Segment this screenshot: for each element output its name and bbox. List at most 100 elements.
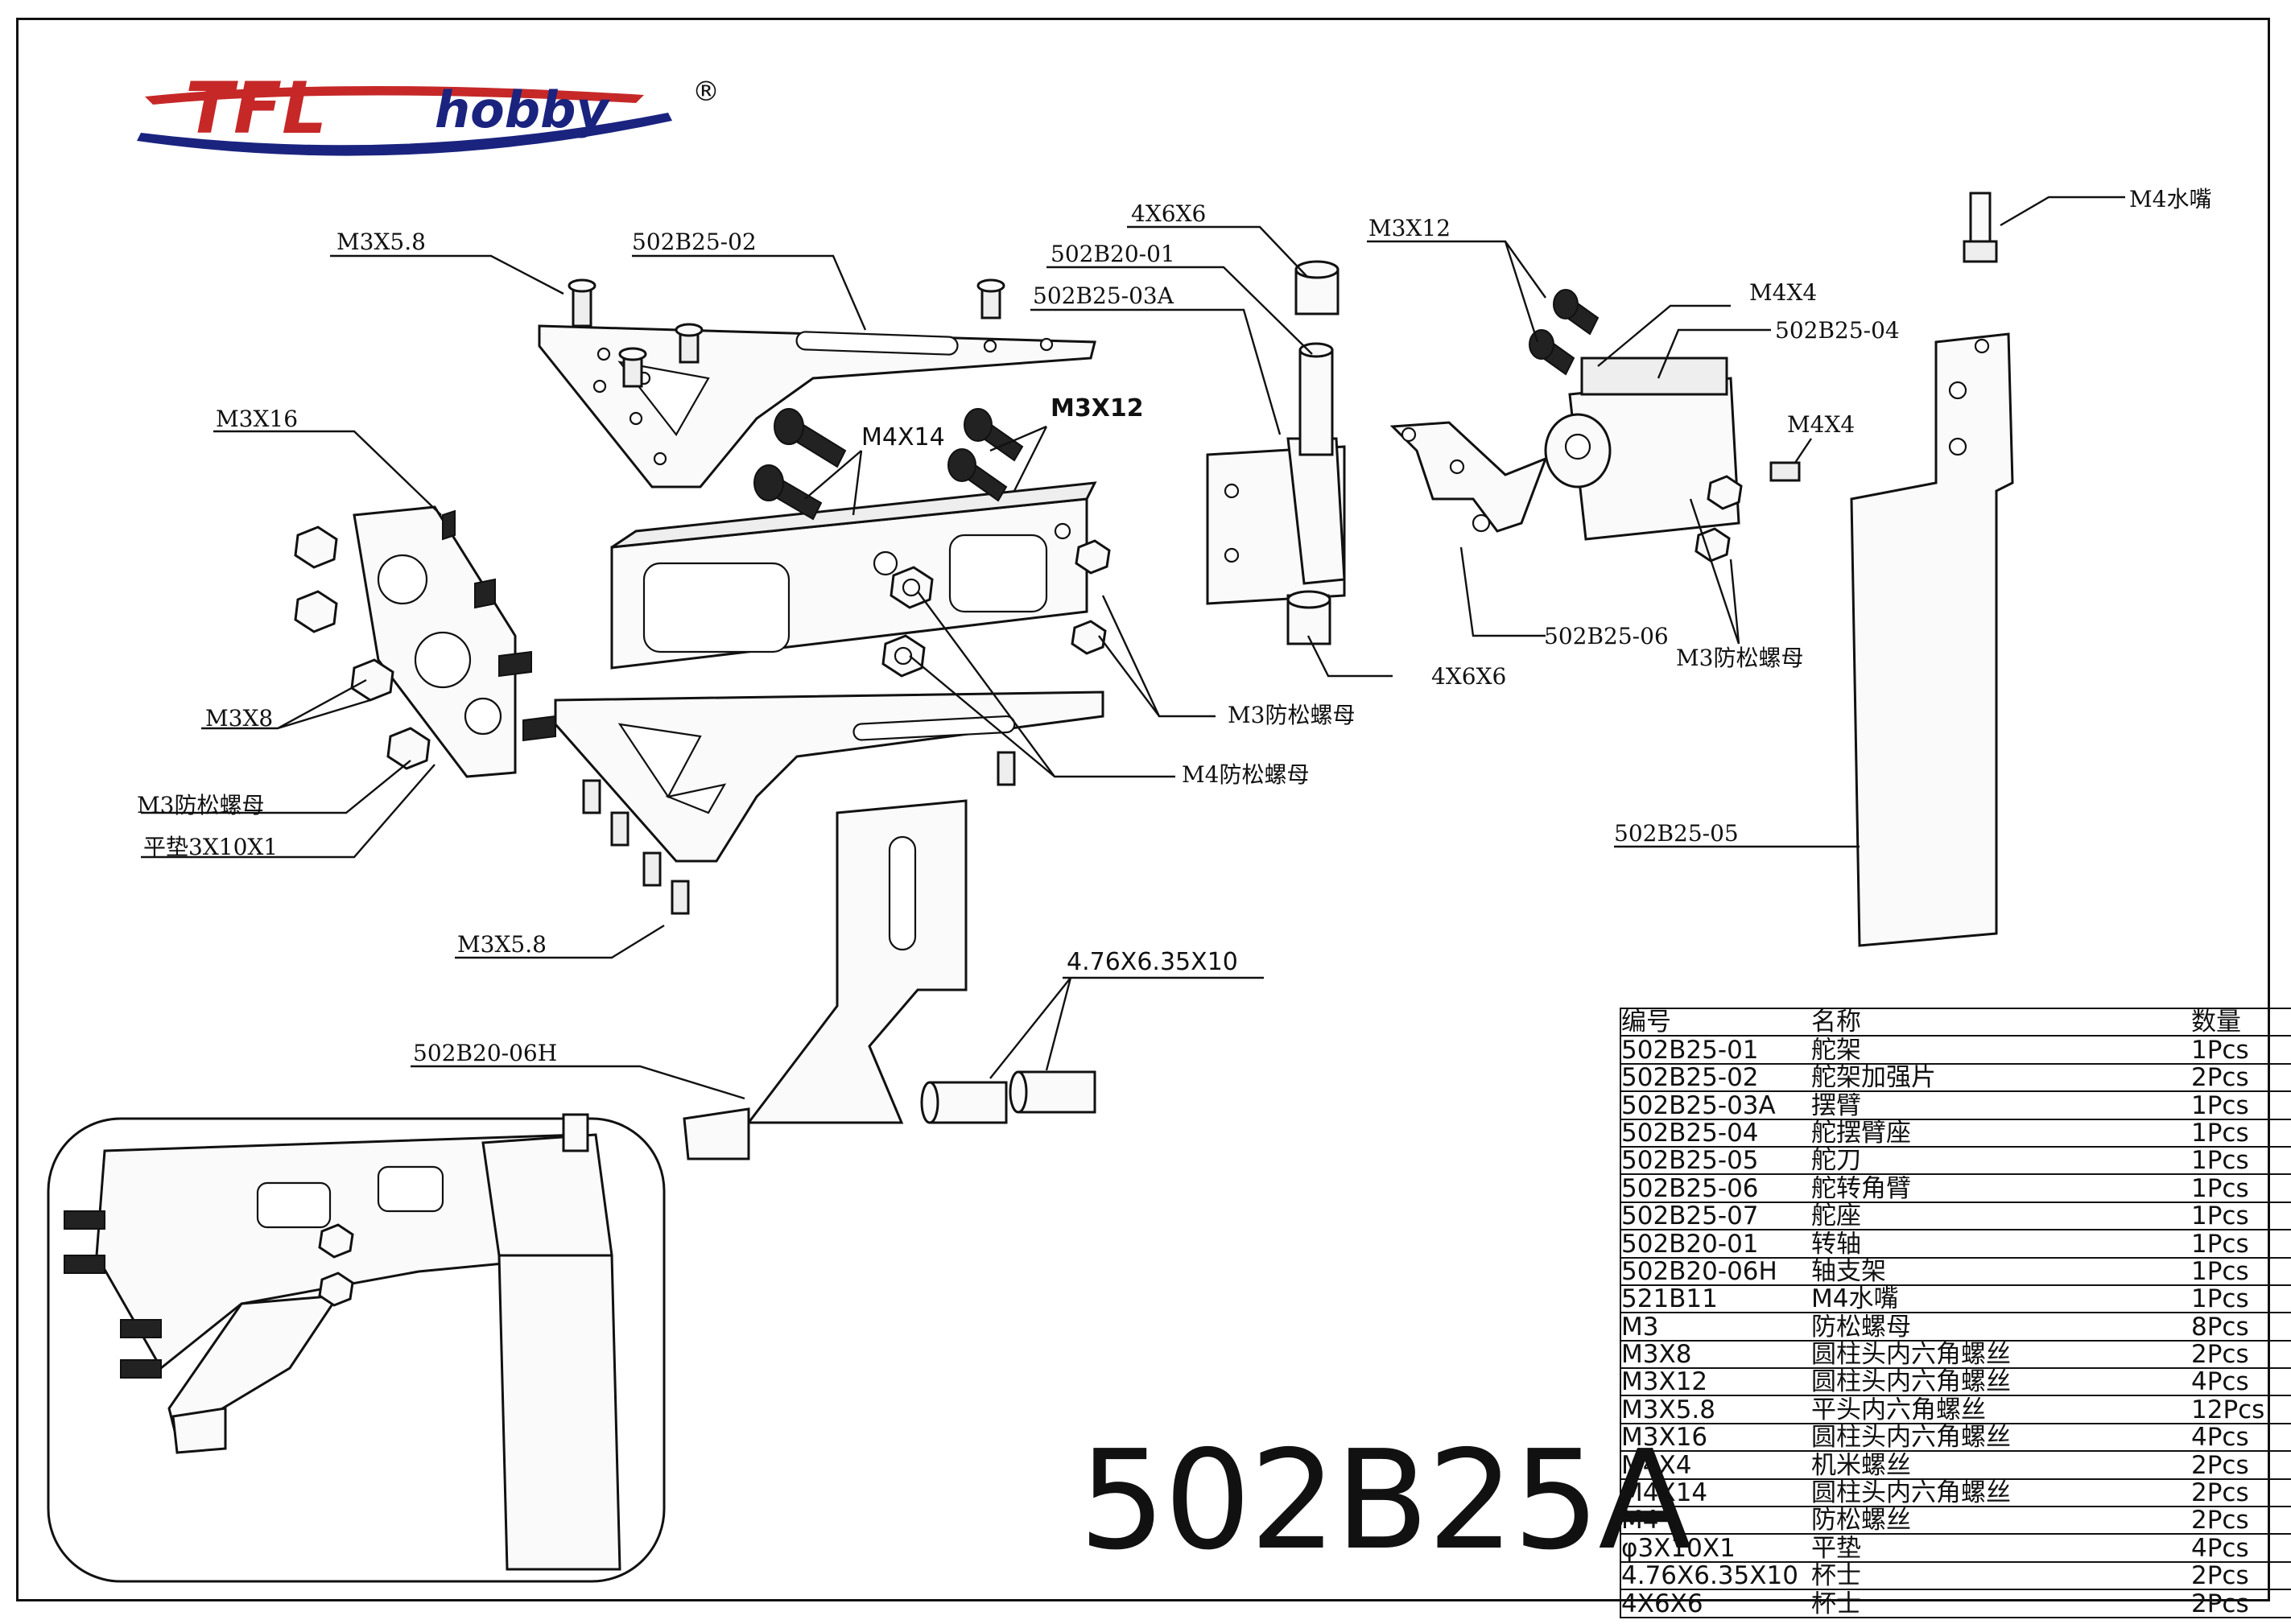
callout-m4x14: M4X14 bbox=[861, 423, 945, 451]
lower-reinforcement-plate bbox=[554, 690, 1104, 863]
callout-m3x12-mid: M3X12 bbox=[1051, 394, 1144, 422]
bom-qty-cell: 2Pcs bbox=[2191, 1452, 2249, 1478]
bom-name-cell: 防松螺丝 bbox=[1811, 1507, 1911, 1534]
bom-row: 502B25-02 舵架加强片 2Pcs bbox=[1621, 1065, 2291, 1093]
callout-502b20-06h: 502B20-06H bbox=[413, 1040, 557, 1066]
bom-name-cell: 摆臂 bbox=[1811, 1092, 1861, 1119]
bom-code-cell: 4X6X6 bbox=[1621, 1590, 1703, 1617]
bom-name-cell: 轴支架 bbox=[1811, 1258, 1886, 1284]
bom-header-qty: 数量 bbox=[2191, 1009, 2241, 1036]
bom-code-cell: M3X8 bbox=[1621, 1342, 1692, 1368]
bom-qty-cell: 4Pcs bbox=[2191, 1424, 2249, 1451]
callout-m3-locknut-right: M3防松螺母 bbox=[1676, 645, 1804, 671]
bom-qty-cell: 2Pcs bbox=[2191, 1342, 2249, 1368]
strut-bushings bbox=[920, 1070, 1096, 1124]
bom-row: 502B25-05 舵刀 1Pcs bbox=[1621, 1148, 2291, 1176]
bom-code-cell: 502B25-05 bbox=[1621, 1148, 1759, 1174]
bom-qty-cell: 1Pcs bbox=[2191, 1258, 2249, 1284]
bom-code-cell: M3X5.8 bbox=[1621, 1396, 1716, 1423]
bom-name-cell: 转轴 bbox=[1811, 1230, 1861, 1257]
bom-code-cell: 502B25-02 bbox=[1621, 1065, 1759, 1091]
callout-m4-locknut: M4防松螺母 bbox=[1182, 761, 1310, 788]
bom-code-cell: 502B25-06 bbox=[1621, 1175, 1759, 1202]
bom-code-cell: 4.76X6.35X10 bbox=[1621, 1563, 1798, 1589]
bom-code-cell: 521B11 bbox=[1621, 1286, 1718, 1313]
bom-qty-cell: 4Pcs bbox=[2191, 1369, 2249, 1395]
bom-name-cell: 圆柱头内六角螺丝 bbox=[1811, 1342, 2011, 1368]
bom-name-cell: M4水嘴 bbox=[1811, 1286, 1899, 1313]
callout-washer: 平垫3X10X1 bbox=[143, 834, 278, 860]
bom-qty-cell: 1Pcs bbox=[2191, 1175, 2249, 1202]
callout-m3x5-8-bottom: M3X5.8 bbox=[457, 931, 547, 958]
callout-502b25-06: 502B25-06 bbox=[1544, 623, 1669, 649]
bom-qty-cell: 2Pcs bbox=[2191, 1590, 2249, 1617]
bom-code-cell: 502B20-06H bbox=[1621, 1258, 1777, 1284]
bom-qty-cell: 2Pcs bbox=[2191, 1065, 2249, 1091]
bom-row: 502B25-07 舵座 1Pcs bbox=[1621, 1203, 2291, 1231]
callout-4x6x6-top: 4X6X6 bbox=[1131, 200, 1206, 227]
bom-name-cell: 机米螺丝 bbox=[1811, 1452, 1911, 1478]
bom-name-cell: 圆柱头内六角螺丝 bbox=[1811, 1369, 2011, 1395]
bom-name-cell: 舵架加强片 bbox=[1811, 1065, 1936, 1091]
bom-qty-cell: 2Pcs bbox=[2191, 1563, 2249, 1589]
m3x5-8-screws-top bbox=[568, 278, 1005, 388]
callout-m3x8: M3X8 bbox=[205, 705, 273, 732]
callout-502b20-01: 502B20-01 bbox=[1051, 241, 1175, 267]
bom-name-cell: 舵座 bbox=[1811, 1203, 1861, 1230]
bom-code-cell: M3X12 bbox=[1621, 1369, 1708, 1395]
bom-code-cell: M3X16 bbox=[1621, 1424, 1708, 1451]
bom-name-cell: 防松螺母 bbox=[1811, 1313, 1911, 1340]
callout-bushing: 4.76X6.35X10 bbox=[1067, 948, 1238, 976]
water-nozzle bbox=[1963, 192, 1998, 263]
callout-m4x4-top: M4X4 bbox=[1749, 279, 1817, 306]
bom-name-cell: 圆柱头内六角螺丝 bbox=[1811, 1424, 2011, 1451]
callout-m3-locknut-left: M3防松螺母 bbox=[137, 792, 265, 818]
callout-m3x5-8-top: M3X5.8 bbox=[336, 229, 426, 255]
bom-code-cell: 502B25-03A bbox=[1621, 1092, 1776, 1119]
bom-name-cell: 舵摆臂座 bbox=[1811, 1119, 1911, 1146]
callout-502b25-03a: 502B25-03A bbox=[1033, 282, 1174, 309]
bom-qty-cell: 1Pcs bbox=[2191, 1203, 2249, 1230]
frame-screws bbox=[753, 408, 1024, 521]
callout-m3-locknut-center: M3防松螺母 bbox=[1228, 702, 1356, 728]
callout-labels: M3X5.8 502B25-02 4X6X6 502B20-01 502B25-… bbox=[137, 186, 2212, 1066]
bom-code-cell: 502B25-07 bbox=[1621, 1203, 1759, 1230]
rudder-pivot-block bbox=[1529, 289, 1801, 563]
bom-name-cell: 舵架 bbox=[1811, 1037, 1861, 1063]
bom-row: M3X12 圆柱头内六角螺丝 4Pcs bbox=[1621, 1369, 2291, 1397]
callout-4x6x6-bottom: 4X6X6 bbox=[1431, 663, 1506, 690]
transom-mount-block bbox=[294, 505, 556, 778]
callout-m3x16: M3X16 bbox=[216, 406, 298, 432]
bom-row: 502B25-04 舵摆臂座 1Pcs bbox=[1621, 1120, 2291, 1148]
bom-qty-cell: 1Pcs bbox=[2191, 1148, 2249, 1174]
bom-code-cell: M3 bbox=[1621, 1313, 1659, 1340]
bom-name-cell: 平垫 bbox=[1811, 1535, 1861, 1561]
bom-qty-cell: 12Pcs bbox=[2191, 1396, 2265, 1423]
logo-tfl-text: TFL bbox=[185, 67, 327, 150]
bom-qty-cell: 8Pcs bbox=[2191, 1313, 2249, 1340]
bom-qty-cell: 1Pcs bbox=[2191, 1119, 2249, 1146]
bom-name-cell: 舵刀 bbox=[1811, 1148, 1861, 1174]
bom-code-cell: 502B20-01 bbox=[1621, 1230, 1759, 1257]
leader-lines bbox=[141, 196, 2125, 1100]
logo-registered-mark: ® bbox=[692, 76, 720, 108]
callout-502b25-04: 502B25-04 bbox=[1775, 317, 1900, 344]
bom-header-code: 编号 bbox=[1621, 1009, 1671, 1036]
bom-qty-cell: 2Pcs bbox=[2191, 1480, 2249, 1507]
bom-qty-cell: 2Pcs bbox=[2191, 1507, 2249, 1534]
bom-row: 502B20-06H 轴支架 1Pcs bbox=[1621, 1259, 2291, 1286]
rudder-blade bbox=[1850, 332, 2014, 947]
bom-code-cell: 502B25-04 bbox=[1621, 1119, 1759, 1146]
callout-m3x12-right: M3X12 bbox=[1368, 215, 1451, 241]
